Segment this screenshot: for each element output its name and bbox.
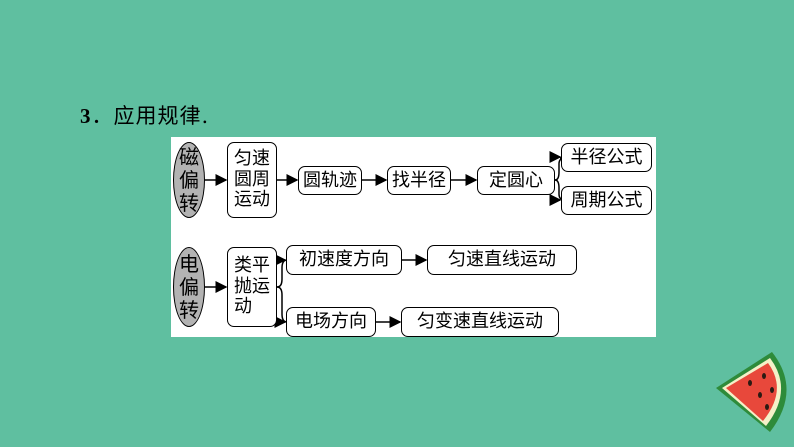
electric-label-char: 转 bbox=[179, 297, 199, 322]
magnetic-label-char: 转 bbox=[179, 190, 199, 215]
motion-line: 圆周 bbox=[234, 168, 270, 190]
watermelon-icon bbox=[716, 352, 787, 432]
electric-label-char: 偏 bbox=[179, 274, 199, 299]
magnetic-label-char: 磁 bbox=[179, 144, 199, 169]
uniformly-accelerated-motion-box: 匀变速直线运动 bbox=[401, 307, 559, 337]
electric-label-char: 电 bbox=[179, 251, 199, 276]
period-formula-box: 周期公式 bbox=[561, 186, 652, 215]
initial-velocity-direction-box: 初速度方向 bbox=[286, 245, 402, 275]
projectile-motion-box: 类平 抛运 动 bbox=[227, 247, 277, 327]
motion-line: 抛运 bbox=[234, 275, 270, 297]
circular-trajectory-box: 圆轨迹 bbox=[298, 166, 362, 195]
radius-formula-box: 半径公式 bbox=[561, 143, 652, 172]
uniform-linear-motion-box: 匀速直线运动 bbox=[427, 245, 577, 275]
motion-line: 匀速 bbox=[234, 147, 270, 169]
diagram-panel: 磁 偏 转 匀速 圆周 运动 圆轨迹 找半径 定圆心 半径公式 周期公式 电 偏… bbox=[171, 137, 656, 337]
heading-number: 3 bbox=[80, 104, 92, 128]
motion-line: 运动 bbox=[234, 189, 270, 211]
find-center-box: 定圆心 bbox=[477, 166, 555, 195]
magnetic-deflection-label: 磁 偏 转 bbox=[173, 142, 205, 218]
magnetic-label-char: 偏 bbox=[179, 167, 199, 192]
uniform-circular-motion-box: 匀速 圆周 运动 bbox=[227, 142, 277, 218]
heading-text: ．应用规律. bbox=[91, 104, 210, 128]
motion-line: 类平 bbox=[234, 254, 270, 276]
connector-lines bbox=[205, 151, 566, 328]
section-heading: 3．应用规律. bbox=[80, 100, 209, 130]
electric-deflection-label: 电 偏 转 bbox=[173, 247, 205, 327]
find-radius-box: 找半径 bbox=[387, 166, 451, 195]
field-direction-box: 电场方向 bbox=[286, 307, 376, 337]
motion-line: 动 bbox=[234, 296, 252, 318]
